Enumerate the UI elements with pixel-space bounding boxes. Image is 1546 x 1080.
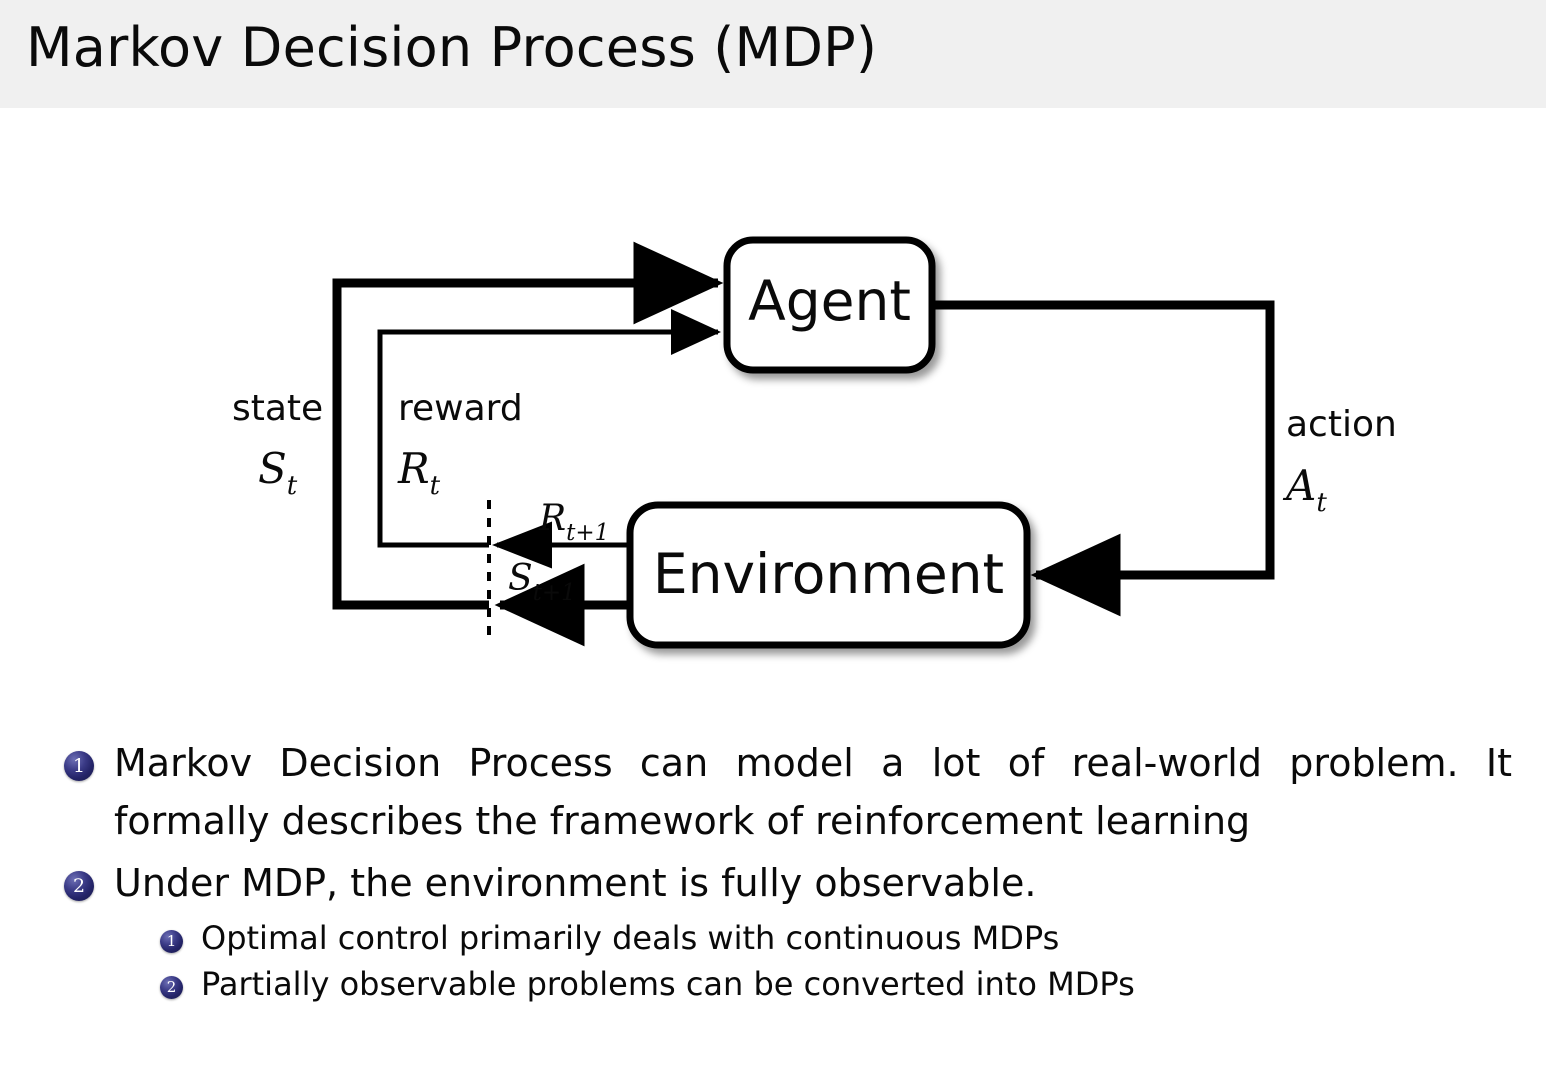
next-reward-symbol-subscript: t+1 (566, 520, 609, 546)
action-wire (926, 300, 1275, 617)
next-reward-symbol: Rt+1 (538, 498, 609, 546)
next-state-label-group: St+1 (508, 558, 576, 606)
agent-node-label: Agent (748, 269, 911, 333)
state-symbol-subscript: t (287, 471, 298, 501)
bullet-marker-1: 1 (64, 751, 94, 781)
sub-bullet-text-2: Partially observable problems can be con… (201, 964, 1135, 1003)
state-symbol: St (258, 444, 298, 501)
bullet-list: 1 Markov Decision Process can model a lo… (0, 735, 1546, 1007)
reward-label: reward (398, 388, 523, 429)
next-state-symbol-subscript: t+1 (533, 580, 576, 606)
bullet-text-2: Under MDP, the environment is fully obse… (114, 860, 1037, 905)
bullet-marker-2: 2 (64, 870, 94, 901)
reward-feedback-wire (377, 309, 722, 548)
reward-symbol-subscript: t (430, 471, 441, 501)
next-reward-label-group: Rt+1 (538, 498, 609, 546)
reward-symbol: Rt (397, 444, 441, 501)
slide-header-bar: Markov Decision Process (MDP) (0, 0, 1546, 108)
environment-node-label: Environment (653, 542, 1004, 606)
action-label: action (1286, 404, 1397, 445)
reward-label-group: reward Rt (397, 388, 523, 501)
page-title: Markov Decision Process (MDP) (26, 16, 878, 79)
list-item: 1 Markov Decision Process can model a lo… (0, 735, 1546, 851)
sub-list-item: 2 Partially observable problems can be c… (0, 962, 1546, 1007)
environment-node[interactable]: Environment (626, 501, 1031, 649)
sub-bullet-marker-1: 1 (160, 930, 183, 954)
action-symbol-subscript: t (1316, 488, 1327, 518)
next-state-symbol: St+1 (508, 558, 576, 606)
next-reward-symbol-base: R (538, 498, 566, 539)
mdp-diagram: Agent Environment state St reward Rt (0, 108, 1546, 718)
action-symbol: At (1282, 461, 1327, 518)
agent-node[interactable]: Agent (723, 236, 936, 374)
state-symbol-base: S (258, 444, 287, 493)
next-state-symbol-base: S (508, 558, 533, 599)
state-feedback-wire (332, 241, 724, 610)
reward-symbol-base: R (397, 444, 430, 493)
list-item: 2 Under MDP, the environment is fully ob… (0, 855, 1546, 913)
action-label-group: action At (1282, 404, 1397, 518)
sub-list-item: 1 Optimal control primarily deals with c… (0, 916, 1546, 961)
sub-bullet-text-1: Optimal control primarily deals with con… (201, 919, 1060, 958)
bullet-text-1: Markov Decision Process can model a lot … (114, 741, 1512, 843)
agent-environment-loop-svg: Agent Environment state St reward Rt (232, 236, 1397, 649)
action-symbol-base: A (1282, 461, 1316, 510)
sub-bullet-marker-2: 2 (160, 975, 183, 999)
state-label-group: state St (232, 388, 323, 501)
state-label: state (232, 388, 323, 429)
